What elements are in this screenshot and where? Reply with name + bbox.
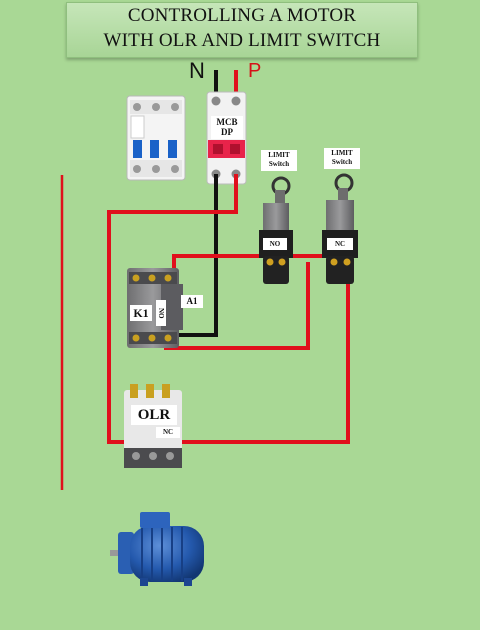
contactor-no-label: NO [156,300,166,326]
olr-nc-to-limit-nc-wire [170,256,350,444]
olr-nc-label: NC [156,427,180,438]
title-banner: CONTROLLING A MOTOR WITH OLR AND LIMIT S… [66,2,418,58]
limit-switch-2-icon [322,173,358,284]
contactor-k1-label: K1 [130,305,152,321]
limit-switch-2-contact-label: NC [327,238,353,250]
motor-icon [110,512,204,586]
olr-label: OLR [131,405,177,425]
contactor-k1-icon [127,268,183,348]
olr-icon [124,384,182,468]
neutral-label: N [189,58,205,83]
limit-switch-1-contact-label: NO [263,238,287,250]
coil-a1-label: A1 [181,295,203,308]
phase-label: P [248,60,262,82]
neutral-wire [172,174,218,337]
limit-switch-1-icon [259,176,293,284]
mcb-three-pole-icon [126,95,186,181]
title-line-1: CONTROLLING A MOTOR [127,5,357,26]
title-line-2: WITH OLR AND LIMIT SWITCH [103,30,381,51]
limit-to-k1-wire [172,254,275,292]
